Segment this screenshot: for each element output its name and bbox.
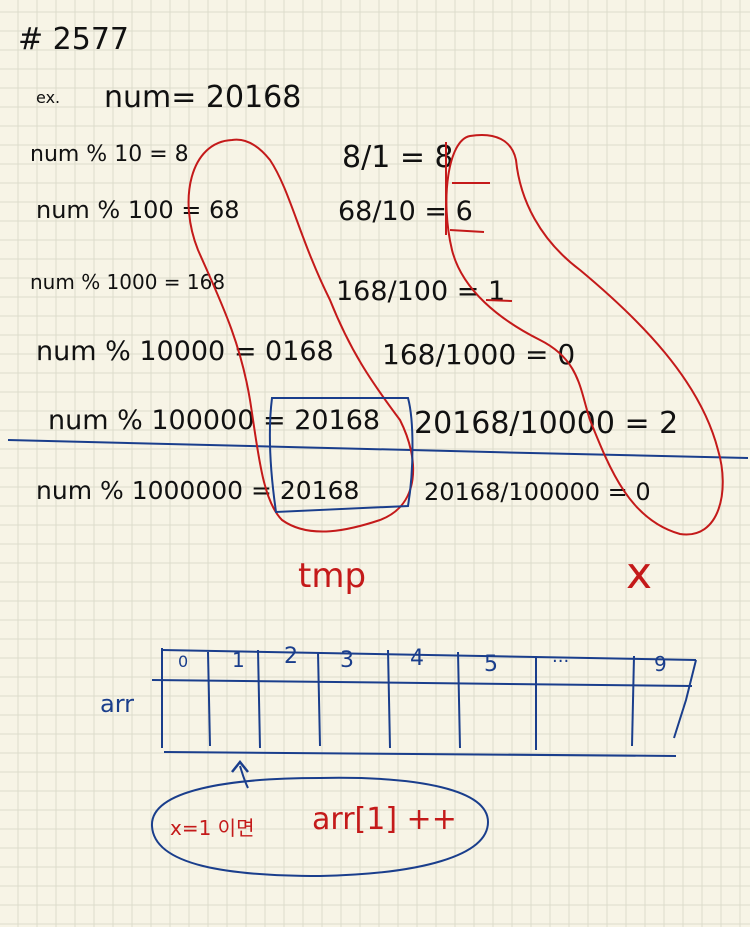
array-index-1: 1 [232, 648, 245, 672]
array-name: arr [100, 690, 135, 718]
array-index-2: 2 [284, 644, 298, 669]
div-line-5: 20168/10000 = 2 [414, 406, 679, 441]
note-action: arr[1] ++ [312, 802, 457, 837]
mod-line-4: num % 10000 = 0168 [36, 336, 334, 367]
div-line-4: 168/1000 = 0 [382, 338, 576, 371]
div-line-2: 68/10 = 6 [338, 196, 473, 227]
x-label: x [626, 548, 653, 599]
array-index-5: 5 [484, 652, 498, 677]
array-index-0: 0 [178, 652, 189, 671]
array-index-9: 9 [654, 652, 667, 676]
example-label: ex. [36, 88, 61, 107]
mod-line-2: num % 100 = 68 [36, 196, 240, 224]
mod-line-1: num % 10 = 8 [30, 142, 189, 167]
array-index-4: 4 [410, 646, 424, 671]
mod-line-6: num % 1000000 = 20168 [36, 476, 360, 505]
tmp-label: tmp [298, 556, 367, 596]
div-line-3: 168/100 = 1 [336, 276, 506, 307]
note-condition: x=1 이면 [170, 816, 255, 840]
array-index-3: 3 [340, 648, 354, 673]
problem-number: # 2577 [18, 22, 130, 57]
div-line-1: 8/1 = 8 [342, 140, 454, 175]
mod-line-3: num % 1000 = 168 [30, 270, 226, 294]
array-index-ellipsis: ... [552, 646, 570, 667]
example-expression: num= 20168 [104, 80, 302, 115]
mod-line-5: num % 100000 = 20168 [48, 405, 381, 436]
div-line-6: 20168/100000 = 0 [424, 478, 651, 506]
